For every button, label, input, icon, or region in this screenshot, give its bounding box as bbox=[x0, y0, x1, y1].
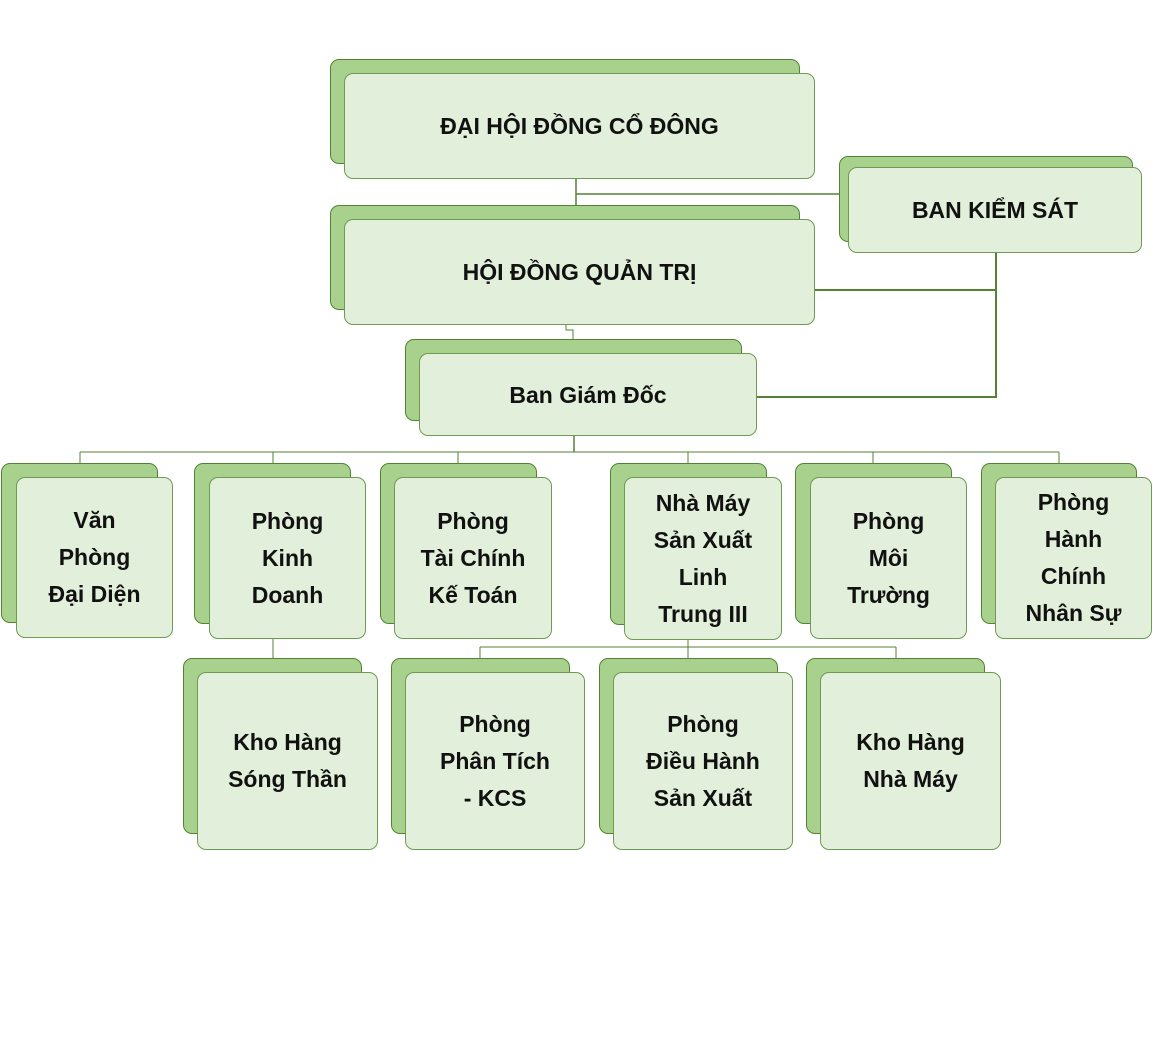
node-label: BAN KIỂM SÁT bbox=[848, 167, 1142, 253]
node-label: Phòng Phân Tích - KCS bbox=[405, 672, 585, 850]
node-label: Phòng Kinh Doanh bbox=[209, 477, 366, 639]
edge-nha-may-bus bbox=[480, 640, 896, 648]
edge-bks-hdqt bbox=[815, 253, 997, 291]
node-label: Phòng Điều Hành Sản Xuất bbox=[613, 672, 793, 850]
node-label: Văn Phòng Đại Diện bbox=[16, 477, 173, 638]
edge-dhdcd-bks bbox=[575, 179, 848, 195]
node-label: Nhà Máy Sản Xuất Linh Trung III bbox=[624, 477, 782, 640]
node-label: Kho Hàng Nhà Máy bbox=[820, 672, 1001, 850]
node-label: Phòng Môi Trường bbox=[810, 477, 967, 639]
edge-bks-bgd bbox=[757, 290, 997, 398]
node-label: Phòng Hành Chính Nhân Sự bbox=[995, 477, 1152, 639]
node-label: Ban Giám Đốc bbox=[419, 353, 757, 436]
node-label: HỘI ĐỒNG QUẢN TRỊ bbox=[344, 219, 815, 325]
node-label: Kho Hàng Sóng Thần bbox=[197, 672, 378, 850]
node-label: Phòng Tài Chính Kế Toán bbox=[394, 477, 552, 639]
node-label: ĐẠI HỘI ĐỒNG CỔ ĐÔNG bbox=[344, 73, 815, 179]
